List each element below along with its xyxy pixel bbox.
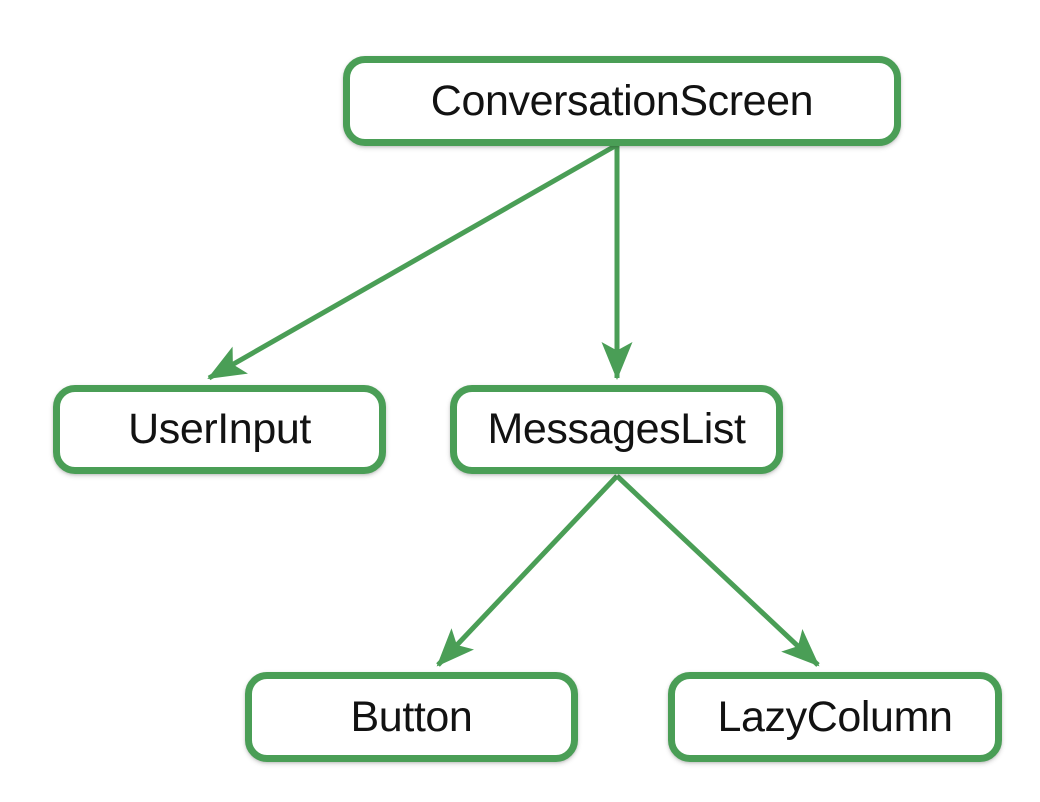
edge-messageslist-button [436,474,619,667]
node-label: MessagesList [487,405,746,453]
node-label: LazyColumn [717,692,953,741]
node-label: UserInput [128,405,311,453]
edge-messageslist-lazycolumn [615,474,820,667]
node-label: Button [350,692,473,741]
node-lazycolumn[interactable]: LazyColumn [668,672,1002,762]
node-button[interactable]: Button [245,672,578,762]
node-label: ConversationScreen [430,76,814,125]
edge-conversationscreen-userinput [207,143,617,381]
node-conversationscreen[interactable]: ConversationScreen [343,56,901,146]
node-userinput[interactable]: UserInput [53,385,386,474]
node-messageslist[interactable]: MessagesList [450,385,783,474]
